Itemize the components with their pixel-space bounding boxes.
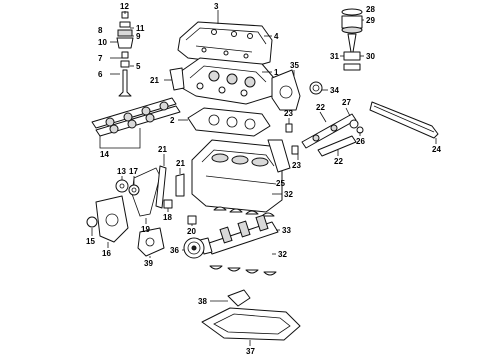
oil-pickup bbox=[227, 289, 251, 307]
front-cover bbox=[86, 195, 165, 257]
drive-belt bbox=[369, 101, 439, 139]
cylinder-head bbox=[179, 57, 275, 105]
camshafts bbox=[91, 97, 181, 137]
crankshaft bbox=[199, 214, 279, 255]
callout-39: 39 bbox=[144, 259, 153, 268]
callout-31: 31 bbox=[330, 52, 339, 61]
callout-25: 25 bbox=[276, 179, 285, 188]
callout-22b: 22 bbox=[334, 157, 343, 166]
callout-12: 12 bbox=[120, 2, 129, 11]
callout-36: 36 bbox=[170, 246, 179, 255]
callout-23b: 23 bbox=[292, 161, 301, 170]
callout-21c: 21 bbox=[176, 159, 185, 168]
callout-18: 18 bbox=[163, 213, 172, 222]
chain-guides bbox=[155, 165, 185, 209]
callout-23a: 23 bbox=[284, 109, 293, 118]
leader-lines bbox=[91, 10, 437, 346]
callout-5: 5 bbox=[136, 62, 141, 71]
callout-33: 33 bbox=[282, 226, 291, 235]
callout-29: 29 bbox=[366, 16, 375, 25]
callout-17: 17 bbox=[129, 167, 138, 176]
callout-38: 38 bbox=[198, 297, 207, 306]
callout-15: 15 bbox=[86, 237, 95, 246]
head-bracket bbox=[169, 67, 185, 91]
callout-10: 10 bbox=[98, 38, 107, 47]
callout-13: 13 bbox=[117, 167, 126, 176]
callout-16: 16 bbox=[102, 249, 111, 258]
callout-22a: 22 bbox=[316, 103, 325, 112]
oil-pan bbox=[201, 307, 301, 341]
balance-shafts bbox=[301, 113, 364, 157]
block-bracket bbox=[267, 139, 291, 173]
callout-3: 3 bbox=[214, 2, 219, 11]
callout-30: 30 bbox=[366, 52, 375, 61]
callout-20: 20 bbox=[187, 227, 196, 236]
callout-34: 34 bbox=[330, 86, 339, 95]
callout-11: 11 bbox=[136, 24, 145, 33]
timing-chain bbox=[115, 167, 161, 217]
upper-main-bearings bbox=[213, 206, 275, 217]
callout-32b: 32 bbox=[278, 250, 287, 259]
callout-35: 35 bbox=[290, 61, 299, 70]
callout-8: 8 bbox=[98, 26, 103, 35]
front-seal bbox=[309, 81, 323, 95]
callout-27: 27 bbox=[342, 98, 351, 107]
piston-assembly bbox=[341, 8, 363, 71]
valve-cover bbox=[177, 21, 273, 67]
callout-labels: 3 4 1 2 21 12 11 9 10 8 7 5 6 14 35 34 2… bbox=[86, 2, 441, 356]
callout-37: 37 bbox=[246, 347, 255, 356]
callout-21a: 21 bbox=[150, 76, 159, 85]
callout-2: 2 bbox=[170, 116, 175, 125]
callout-19: 19 bbox=[141, 225, 150, 234]
callout-32a: 32 bbox=[284, 190, 293, 199]
callout-7: 7 bbox=[98, 54, 103, 63]
callout-21b: 21 bbox=[158, 145, 167, 154]
callout-6: 6 bbox=[98, 70, 103, 79]
engine-block bbox=[191, 139, 283, 213]
callout-28: 28 bbox=[366, 5, 375, 14]
callout-26: 26 bbox=[356, 137, 365, 146]
callout-24: 24 bbox=[432, 145, 441, 154]
crank-pulley bbox=[183, 237, 205, 259]
callout-9: 9 bbox=[136, 32, 141, 41]
lower-main-bearings bbox=[209, 265, 277, 276]
callout-1: 1 bbox=[274, 68, 279, 77]
bolts-23 bbox=[285, 123, 299, 155]
head-gasket bbox=[187, 107, 271, 137]
callout-4: 4 bbox=[274, 32, 279, 41]
timing-cover bbox=[271, 69, 301, 111]
valve-train-parts bbox=[116, 11, 134, 97]
callout-14: 14 bbox=[100, 150, 109, 159]
